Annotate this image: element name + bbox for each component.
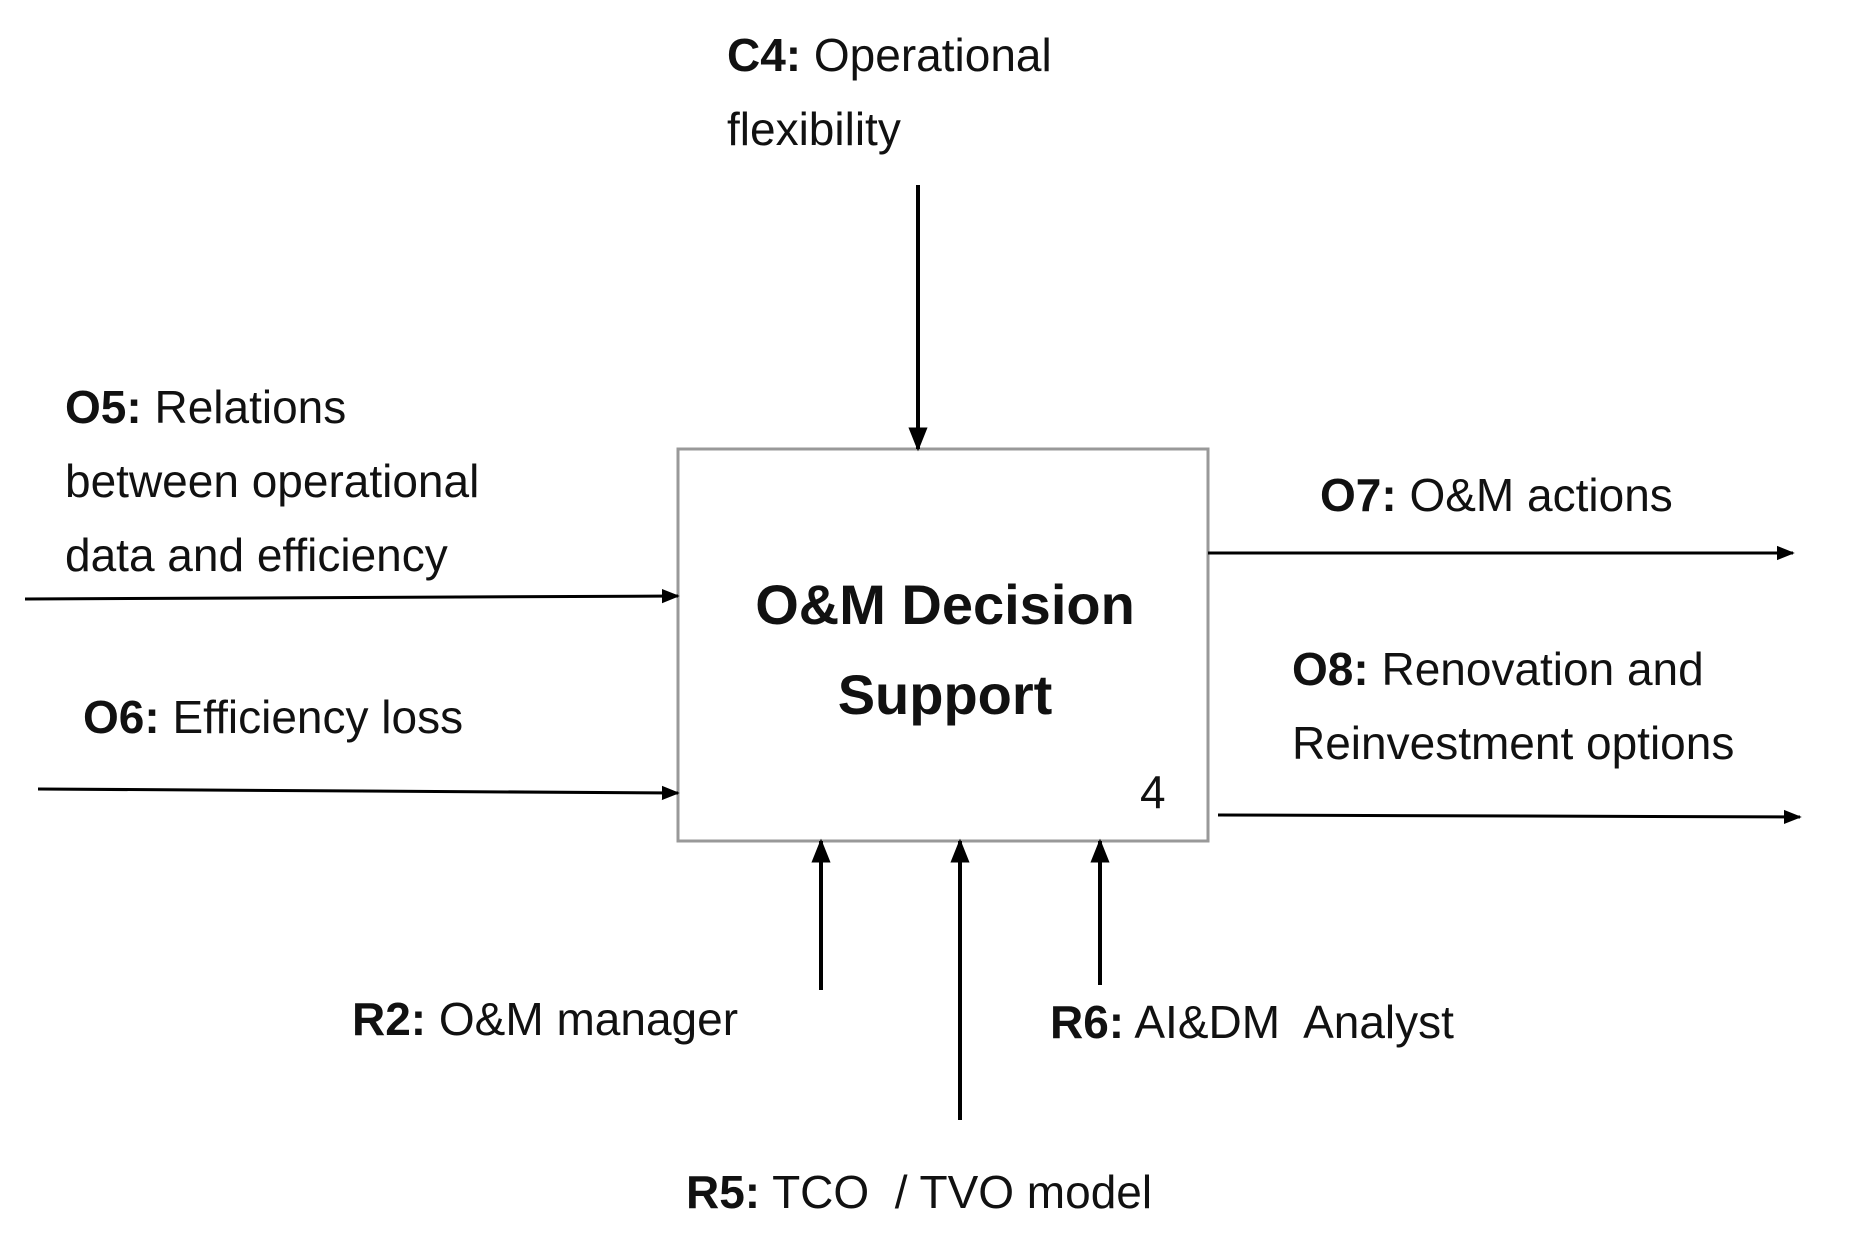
mechanism-text-r2: O&M manager: [438, 993, 739, 1045]
control-label-c4: C4: Operational flexibility: [727, 18, 1052, 166]
output-code-o8: O8:: [1292, 643, 1369, 695]
activity-title: O&M Decision Support: [680, 560, 1210, 740]
input-code-o5: O5:: [65, 381, 142, 433]
output-text-o8-line1: Renovation and: [1381, 643, 1704, 695]
mechanism-code-r6: R6:: [1050, 996, 1125, 1048]
activity-title-line2: Support: [837, 663, 1053, 726]
mechanism-code-r2: R2:: [352, 993, 427, 1045]
input-arrow-o6: [37, 785, 680, 801]
mechanism-text-r5: TCO / TVO model: [772, 1166, 1153, 1218]
control-text-line2: flexibility: [727, 103, 901, 155]
mechanism-text-r6: AI&DM Analyst: [1134, 996, 1454, 1048]
output-label-o7: O7: O&M actions: [1320, 458, 1673, 532]
input-text-o6: Efficiency loss: [172, 691, 464, 743]
control-code: C4:: [727, 29, 802, 81]
output-arrow-o8: [1217, 809, 1802, 825]
input-text-o5-line2: between operational: [65, 455, 480, 507]
activity-number: 4: [1140, 766, 1166, 818]
output-text-o8-line2: Reinvestment options: [1292, 717, 1735, 769]
input-arrow-o5: [24, 588, 680, 604]
mechanism-label-r2: R2: O&M manager: [352, 982, 738, 1056]
input-code-o6: O6:: [83, 691, 160, 743]
mechanism-label-r5: R5: TCO / TVO model: [686, 1155, 1152, 1229]
output-label-o8: O8: Renovation and Reinvestment options: [1292, 632, 1734, 780]
mechanism-label-r6: R6: AI&DM Analyst: [1050, 985, 1454, 1059]
activity-title-line1: O&M Decision: [755, 573, 1135, 636]
activity-box: [676, 447, 1210, 843]
input-text-o5-line3: data and efficiency: [65, 529, 448, 581]
output-text-o7: O&M actions: [1409, 469, 1673, 521]
input-label-o5: O5: Relations between operational data a…: [65, 370, 479, 592]
mechanism-code-r5: R5:: [686, 1166, 761, 1218]
input-text-o5-line1: Relations: [154, 381, 347, 433]
control-text-line1: Operational: [813, 29, 1052, 81]
output-code-o7: O7:: [1320, 469, 1397, 521]
input-label-o6: O6: Efficiency loss: [83, 680, 463, 754]
